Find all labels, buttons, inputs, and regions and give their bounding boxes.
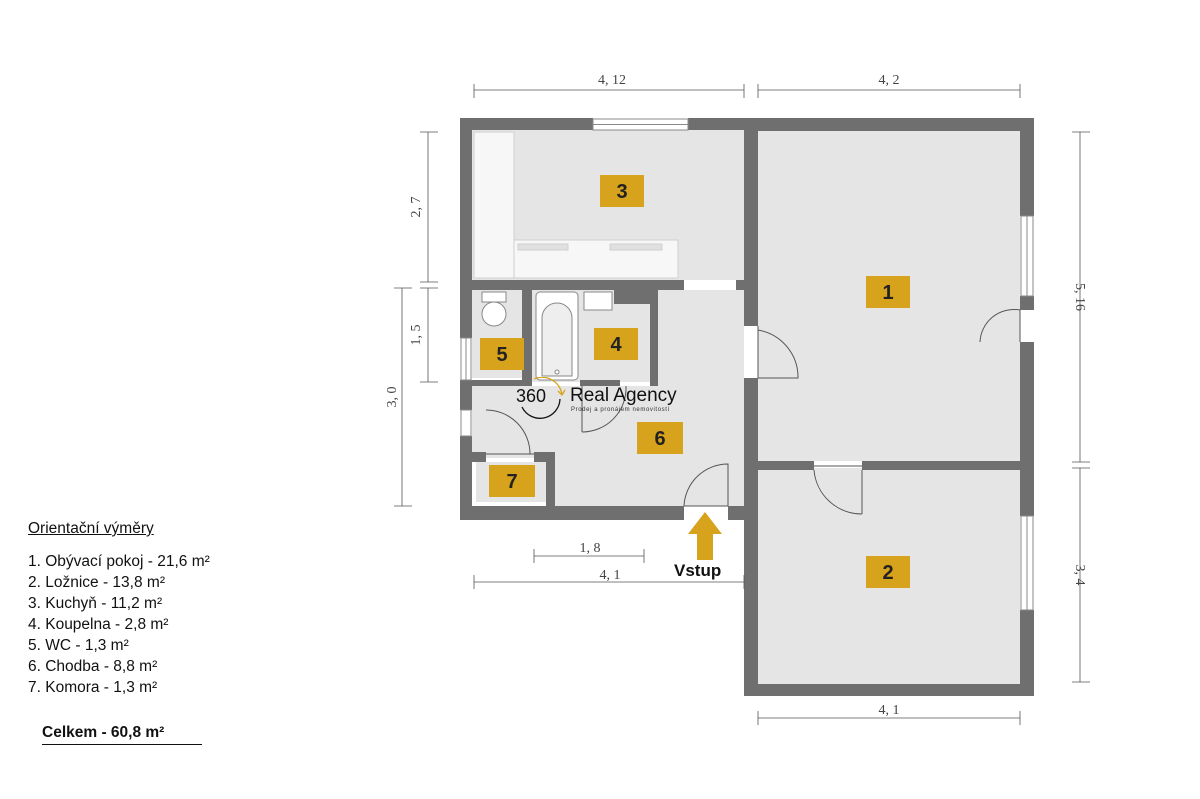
wall-wc-right: [522, 290, 532, 386]
room-number-1: 1: [882, 282, 893, 304]
wall-left: [460, 118, 472, 338]
area-legend: Orientační výměry 1. Obývací pokoj - 21,…: [28, 518, 210, 745]
legend-item: 2. Ložnice - 13,8 m²: [28, 574, 165, 591]
wall-storage-top-2: [534, 452, 555, 462]
dimension-labels: 4, 12 4, 2 2, 7 1, 5 3, 0 5, 16 3, 4 1, …: [385, 73, 1087, 718]
room-label-box-4: [594, 328, 638, 360]
dimension-lines: [394, 84, 1090, 725]
wall-bottom-left: [460, 506, 684, 520]
brand-name: Real Agency: [570, 385, 677, 406]
dim-right-upper: 5, 16: [1072, 283, 1087, 311]
wall-living-bedroom-2: [862, 461, 1034, 470]
wall-center-vertical-2: [744, 378, 758, 506]
wall-left-low: [460, 380, 472, 410]
wall-kitchen-bottom-2: [736, 280, 756, 290]
door-living: [757, 326, 799, 379]
wall-left-bottom: [460, 436, 472, 520]
room-label-box-1: [866, 276, 910, 308]
windows: [460, 118, 1034, 611]
wall-top-left-2: [688, 118, 758, 130]
wall-kitchen-bottom: [460, 280, 684, 290]
legend-total: Celkem - 60,8 m²: [42, 722, 202, 745]
wall-lower-left: [744, 468, 758, 696]
door-bedroom: [813, 465, 863, 515]
wall-wc-bottom: [472, 380, 522, 386]
wall-right-2: [1020, 296, 1034, 310]
room-number-4: 4: [610, 334, 622, 356]
legend-list: 1. Obývací pokoj - 21,6 m² 2. Ložnice - …: [28, 551, 210, 698]
room-number-2: 2: [882, 562, 893, 584]
legend-title: Orientační výměry: [28, 520, 154, 537]
dim-left-middle: 1, 5: [409, 325, 424, 346]
room-number-7: 7: [506, 471, 517, 493]
dim-bottom-left: 4, 1: [600, 568, 621, 583]
doors: [485, 308, 1021, 515]
dim-top-right: 4, 2: [879, 73, 900, 88]
room-label-box-7: [489, 465, 535, 497]
wall-living-bedroom: [744, 461, 814, 470]
fixtures: [481, 291, 613, 381]
wall-bath-right: [650, 290, 658, 386]
entry-label: Vstup: [674, 561, 722, 580]
dim-right-lower: 3, 4: [1072, 565, 1087, 586]
dim-left-upper: 2, 7: [409, 197, 424, 218]
wall-center-vertical: [744, 118, 758, 326]
wall-right-4: [1020, 610, 1034, 696]
door-bathroom: [581, 385, 627, 433]
brand-mark: 360: [516, 386, 547, 406]
brand-logo: 360 Real Agency Prodej a pronájem nemovi…: [512, 377, 712, 427]
room-number-3: 3: [616, 181, 627, 203]
wall-bath-bottom: [580, 380, 620, 386]
door-living-terrace: [979, 308, 1021, 343]
brand-tagline: Prodej a pronájem nemovitostí: [571, 407, 670, 413]
door-storage: [485, 409, 534, 455]
dim-top-left: 4, 12: [598, 73, 626, 88]
room-number-5: 5: [496, 344, 507, 366]
room-label-box-3: [600, 175, 644, 207]
wall-top-left: [460, 118, 593, 130]
toilet: [481, 301, 507, 327]
legend-item: 5. WC - 1,3 m²: [28, 637, 129, 654]
wall-bath-top-right: [614, 290, 658, 304]
room-label-box-2: [866, 556, 910, 588]
logo-swirl-icon: [521, 377, 566, 419]
window-storage: [460, 409, 472, 437]
washbasin: [583, 291, 613, 311]
room-number-6: 6: [654, 428, 665, 450]
dim-bottom-right: 4, 1: [879, 703, 900, 718]
wall-right-3: [1020, 342, 1034, 516]
legend-item: 7. Komora - 1,3 m²: [28, 679, 158, 696]
room-labels: 3 1 4 5 6 7 2: [480, 175, 910, 588]
kitchen-counters: [473, 131, 679, 279]
dim-left-outer: 3, 0: [385, 387, 400, 408]
legend-item: 4. Koupelna - 2,8 m²: [28, 616, 169, 633]
room-label-box-6: [637, 422, 683, 454]
wall-right-1: [1020, 118, 1034, 216]
walls: [460, 118, 1034, 696]
wall-storage-top: [472, 452, 486, 462]
room-label-box-5: [480, 338, 524, 370]
legend-item: 6. Chodba - 8,8 m²: [28, 658, 158, 675]
entry-arrow-icon: [688, 512, 722, 560]
legend-item: 1. Obývací pokoj - 21,6 m²: [28, 553, 210, 570]
wall-top-right: [744, 118, 1034, 131]
wall-storage-right: [546, 452, 555, 512]
door-entry: [683, 463, 729, 507]
wall-bottom-right: [744, 684, 1034, 696]
dim-bottom-inner: 1, 8: [580, 541, 601, 556]
legend-item: 3. Kuchyň - 11,2 m²: [28, 595, 163, 612]
